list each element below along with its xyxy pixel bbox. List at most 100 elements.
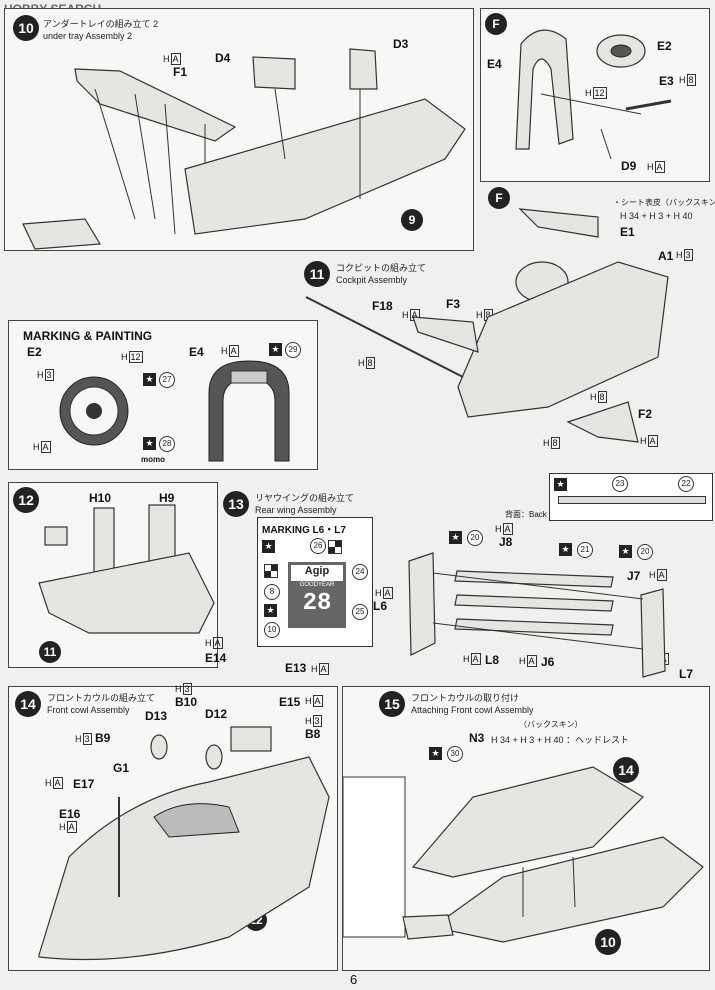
decal-star-30: ★	[429, 747, 442, 760]
decal-8: 8	[264, 584, 280, 600]
part-a1: A1	[658, 249, 674, 263]
decal-star-rw: ★	[262, 540, 275, 553]
page-number: 6	[350, 972, 358, 987]
part-j6: J6	[541, 655, 555, 669]
rear-wing-marking-box: MARKING L6・L7 ★ 26 8 ★ 10 24 25 Agip GOO…	[257, 517, 373, 647]
seat-note: ・シート表皮（バックスキン）	[613, 198, 715, 207]
part-l7: L7	[679, 667, 694, 681]
step10-panel: 10 アンダートレイの組み立て 2 under tray Assembly 2 …	[4, 8, 474, 251]
decal-check-26	[328, 540, 342, 554]
part-l6: L6	[373, 599, 388, 613]
ref-step-9: 9	[401, 209, 423, 231]
step-letter-f: F	[485, 13, 507, 35]
decal-star-27: ★	[143, 373, 156, 386]
step11-title-jp: コクピットの組み立て	[336, 263, 427, 273]
decal-23: 23	[612, 476, 628, 492]
part-d13: D13	[145, 709, 168, 723]
part-h9: H9	[159, 491, 175, 505]
decal-check-left	[264, 564, 278, 578]
step10-drawing	[22, 48, 466, 250]
part-e16: E16	[59, 807, 81, 821]
step-number-15: 15	[379, 691, 405, 717]
step15-panel: 15 フロントカウルの取り付け Attaching Front cowl Ass…	[342, 686, 710, 971]
marking-drawing	[59, 360, 290, 462]
decal-24: 24	[352, 564, 368, 580]
part-e13: E13	[285, 661, 307, 675]
decal-star-20b: ★	[619, 545, 632, 558]
stepF-drawing	[515, 29, 672, 160]
step-number-13: 13	[223, 491, 249, 517]
step15-formula: H 34 + H 3 + H 40 ：ヘッドレスト	[491, 735, 630, 745]
step11-title-en: Cockpit Assembly	[336, 275, 408, 285]
seat-formula: H 34 + H 3 + H 40	[620, 211, 693, 221]
ref-step-10: 10	[595, 929, 621, 955]
part-f3: F3	[446, 297, 461, 311]
step11-panel: F ・シート表皮（バックスキン） H 34 + H 3 + H 40 E1 A1…	[297, 186, 715, 476]
decal-star-20: ★	[449, 531, 462, 544]
step10-title-jp: アンダートレイの組み立て 2	[43, 19, 159, 29]
step14-title-jp: フロントカウルの組み立て	[47, 693, 156, 703]
decal-26: 26	[310, 538, 326, 554]
ref-step-14: 14	[613, 757, 639, 783]
momo-logo: momo	[141, 455, 165, 464]
decal-star-21: ★	[559, 543, 572, 556]
part-e2: E2	[657, 39, 672, 53]
back-label: 背面：Back	[505, 510, 547, 519]
step-number-10: 10	[13, 15, 39, 41]
decal-plate: Agip GOODYEAR 28	[288, 562, 346, 628]
part-j8: J8	[499, 535, 513, 549]
decal-10: 10	[264, 622, 280, 638]
part-e4: E4	[487, 57, 502, 71]
part-h10: H10	[89, 491, 112, 505]
part-d4: D4	[215, 51, 231, 65]
step14-title-en: Front cowl Assembly	[47, 705, 130, 715]
step15-drawing	[343, 766, 704, 943]
decal-22: 22	[678, 476, 694, 492]
marking-e4: E4	[189, 345, 204, 359]
decal-star-back: ★	[554, 478, 567, 491]
step-letter-f-2: F	[488, 187, 510, 209]
rear-wing-marking-title: MARKING L6・L7	[262, 525, 346, 536]
decal-star-rw2: ★	[264, 604, 277, 617]
decal-30: 30	[447, 746, 463, 762]
decal-20: 20	[467, 530, 483, 546]
part-n3: N3	[469, 731, 485, 745]
marking-title: MARKING & PAINTING	[23, 329, 153, 343]
step13-panel: 13 リヤウイングの組み立て Rear wing Assembly MARKIN…	[222, 473, 713, 682]
part-b8: B8	[305, 727, 321, 741]
part-e3: E3	[659, 74, 674, 88]
step13-drawing	[408, 552, 666, 678]
wing-back-bar	[558, 496, 706, 504]
part-g1: G1	[113, 761, 130, 775]
decal-28: 28	[159, 436, 175, 452]
part-d3: D3	[393, 37, 409, 51]
ref-step-11: 11	[39, 641, 61, 663]
part-b10: B10	[175, 695, 198, 709]
decal-27: 27	[159, 372, 175, 388]
part-e1: E1	[620, 225, 635, 239]
step-number-11: 11	[304, 261, 330, 287]
step14-panel: 14 フロントカウルの組み立て Front cowl Assembly D13 …	[8, 637, 338, 971]
part-f1: F1	[173, 65, 188, 79]
decal-20b: 20	[637, 544, 653, 560]
part-d12: D12	[205, 707, 228, 721]
step15-title-jp: フロントカウルの取り付け	[411, 693, 520, 703]
